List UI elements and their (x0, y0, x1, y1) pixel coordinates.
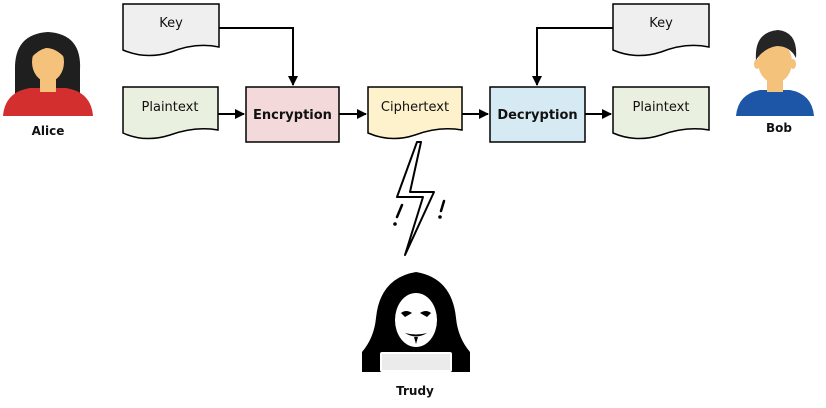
trudy-avatar (362, 272, 470, 372)
plaintext-left-label: Plaintext (142, 100, 199, 115)
ciphertext-document (367, 86, 463, 140)
lightning-bolt-icon (396, 141, 435, 256)
key-to-encryption-arrow (219, 27, 298, 86)
plaintext-document-right (612, 86, 710, 140)
bolt-spark-left-dot (393, 222, 397, 226)
alice-label: Alice (32, 124, 65, 138)
bob-avatar (736, 30, 814, 116)
plaintext-right-label: Plaintext (633, 100, 690, 115)
key-to-decryption-arrow (532, 27, 613, 86)
ciphertext-label: Ciphertext (381, 100, 449, 115)
bob-label: Bob (766, 121, 792, 135)
plaintext-document-left (122, 86, 219, 140)
bolt-spark-left (395, 203, 404, 219)
alice-avatar (3, 32, 93, 116)
encryption-label: Encryption (253, 108, 332, 123)
key-right-label: Key (649, 16, 673, 31)
trudy-label: Trudy (396, 384, 434, 398)
key-left-label: Key (159, 16, 183, 31)
key-document-left (122, 3, 220, 57)
key-document-right (612, 3, 710, 57)
decryption-label: Decryption (497, 108, 577, 123)
bolt-spark-right-dot (438, 215, 442, 219)
decryption-box (489, 86, 586, 143)
bolt-spark-right (439, 199, 446, 213)
